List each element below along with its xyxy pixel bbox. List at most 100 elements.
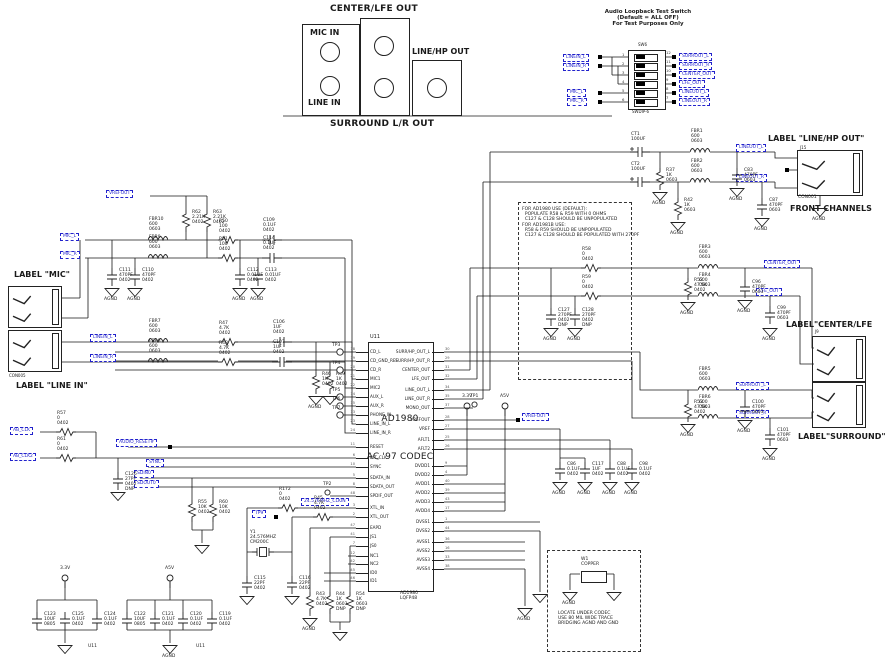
panel-title: CENTER/LFE OUT xyxy=(330,4,418,14)
dip-pin-number: 9 xyxy=(666,77,669,82)
codec-pin-name: MIC1 xyxy=(370,376,381,382)
loopback-title-2: (Default = ALL OFF) xyxy=(617,15,679,21)
connection-square xyxy=(785,168,789,172)
loopback-title-1: Audio Loopback Test Switch xyxy=(604,9,692,15)
ground-symbol xyxy=(562,592,578,601)
codec-pin-stub xyxy=(432,449,444,450)
codec-pin-name: SYNC xyxy=(370,464,382,470)
codec-pin-stub xyxy=(356,352,368,353)
power-flag-label: A5V xyxy=(165,566,175,571)
ground-symbol xyxy=(606,592,622,601)
capacitor-symbol xyxy=(234,268,246,286)
resistor-symbol xyxy=(581,291,601,301)
ground-symbol-label: AGND xyxy=(567,337,581,342)
ferrite-bead-symbol-label: FBR5 600 0603 xyxy=(699,367,711,382)
codec-pin-stub xyxy=(356,361,368,362)
codec-pin-name: JS0 xyxy=(370,543,377,549)
capacitor-symbol xyxy=(262,234,282,246)
codec-pin-name: LFE_OUT xyxy=(411,376,430,382)
capacitor-symbol-label: C96 470PF 0603 xyxy=(752,280,766,295)
front-channels-label: FRONT CHANNELS xyxy=(790,204,872,213)
ferrite-bead-symbol-label: FBR7 600 0603 xyxy=(149,319,161,334)
codec-pin-name: SPDIF_OUT xyxy=(370,493,394,499)
ground-symbol-label: AGND xyxy=(308,405,322,410)
codec-pin-stub xyxy=(432,560,444,561)
resistor-symbol-label: R42 1K 0603 xyxy=(684,198,696,213)
ground-symbol-label: AGND xyxy=(652,201,666,206)
capacitor-symbol xyxy=(554,462,566,480)
capacitor-symbol-label: C111 470PF 0402 xyxy=(119,268,133,283)
ground-symbol xyxy=(577,482,593,491)
resistor-symbol-label: R45 4.7K 0402 xyxy=(314,496,326,511)
ferrite-bead-symbol xyxy=(698,289,718,297)
power-flag xyxy=(61,574,69,588)
net-label: MIC_L xyxy=(60,233,80,241)
codec-pin-name: ID0 xyxy=(370,570,378,576)
ground-symbol-label: AGND xyxy=(250,297,264,302)
codec-pin-name: MONO_OUT xyxy=(405,405,430,411)
capacitor-symbol-label: C106 1UF 0402 xyxy=(273,320,285,335)
resistor-symbol-label: R60 10K 0402 xyxy=(219,500,231,515)
codec-pin-name: AUX_R xyxy=(370,403,384,409)
ground-symbol xyxy=(194,545,210,554)
dip-switch-lever[interactable] xyxy=(634,81,658,89)
ground-symbol xyxy=(104,288,120,297)
ground-symbol-label: AGND xyxy=(162,654,176,659)
codec-pin-stub xyxy=(432,429,444,430)
ground-symbol-label: AGND xyxy=(737,429,751,434)
dip-pin-number: 3 xyxy=(622,70,625,75)
codec-pin-stub xyxy=(432,475,444,476)
ground-symbol-label: AGND xyxy=(127,297,141,302)
ferrite-bead-symbol xyxy=(690,145,710,153)
panel-block-center-lfe xyxy=(360,18,410,116)
codec-pin-number: 41 xyxy=(350,531,355,536)
codec-pin-name: AVDD3 xyxy=(415,499,430,505)
front-jack xyxy=(797,150,863,196)
resistor-symbol-label: R51 100 0402 xyxy=(219,237,231,252)
codec-pin-number: 34 xyxy=(445,384,450,389)
resistor-symbol-label: R55 10K 0402 xyxy=(198,500,210,515)
net-label: 24.576MHZ_CLKIN xyxy=(301,498,349,506)
codec-pin-name: XTL_IN xyxy=(370,505,385,511)
ferrite-bead-symbol-label: FBR4 600 0603 xyxy=(699,273,711,288)
codec-pin-name: AVSS1 xyxy=(416,539,430,545)
capacitor-symbol-label: C117 1UF 0402 xyxy=(592,462,604,477)
codec-pin-stub xyxy=(356,415,368,416)
dip-switch-lever[interactable] xyxy=(634,90,658,98)
copper-note-box: W1 COPPER LOCATE UNDER CODEC USE 80 MIL … xyxy=(547,550,641,652)
net-label: LINEIN_L xyxy=(90,334,116,342)
codec-designator: U11 xyxy=(370,334,381,340)
resistor-symbol xyxy=(202,210,212,232)
ground-symbol xyxy=(762,328,778,337)
ground-symbol-label: AGND xyxy=(562,601,576,606)
text-label: U11 xyxy=(196,644,206,649)
codec-pin-name: DVDD1 xyxy=(414,463,430,469)
codec-pin-stub xyxy=(356,397,368,398)
codec-pin-name: SDATA_OUT xyxy=(370,484,395,490)
codec-pin-name: CD_L xyxy=(370,349,381,355)
copper-note-text: LOCATE UNDER CODEC USE 80 MIL WIDE TRACE… xyxy=(558,611,619,627)
codec-pin-number: 4 xyxy=(445,469,448,474)
resistor-symbol xyxy=(56,427,76,437)
dip-switch-lever[interactable] xyxy=(634,54,658,62)
codec-pin-name: AVDD2 xyxy=(415,490,430,496)
ground-symbol xyxy=(737,300,753,309)
connection-square xyxy=(672,55,676,59)
dip-switch-lever[interactable] xyxy=(634,72,658,80)
dip-switch-lever[interactable] xyxy=(634,99,658,107)
resistor-symbol xyxy=(218,357,238,367)
dip-switch-lever[interactable] xyxy=(634,63,658,71)
codec-pin-number: 19 xyxy=(350,355,355,360)
codec-subtitle: AC '97 CODEC xyxy=(366,452,434,462)
resistor-symbol-label: R50 100 0402 xyxy=(219,219,231,234)
ground-symbol xyxy=(812,208,828,217)
codec-pin-number: 16 xyxy=(445,545,450,550)
resistor-symbol-label: R172 0 0402 xyxy=(279,487,291,502)
codec-pin-stub xyxy=(356,508,368,509)
net-label: AB_CLK xyxy=(10,427,34,435)
capacitor-symbol xyxy=(579,462,591,480)
codec-pin-number: 38 xyxy=(445,563,450,568)
capacitor-symbol xyxy=(112,472,124,490)
codec-pin-number: 7 xyxy=(352,540,355,545)
ferrite-bead-symbol-label: FBR8 600 0603 xyxy=(149,339,161,354)
